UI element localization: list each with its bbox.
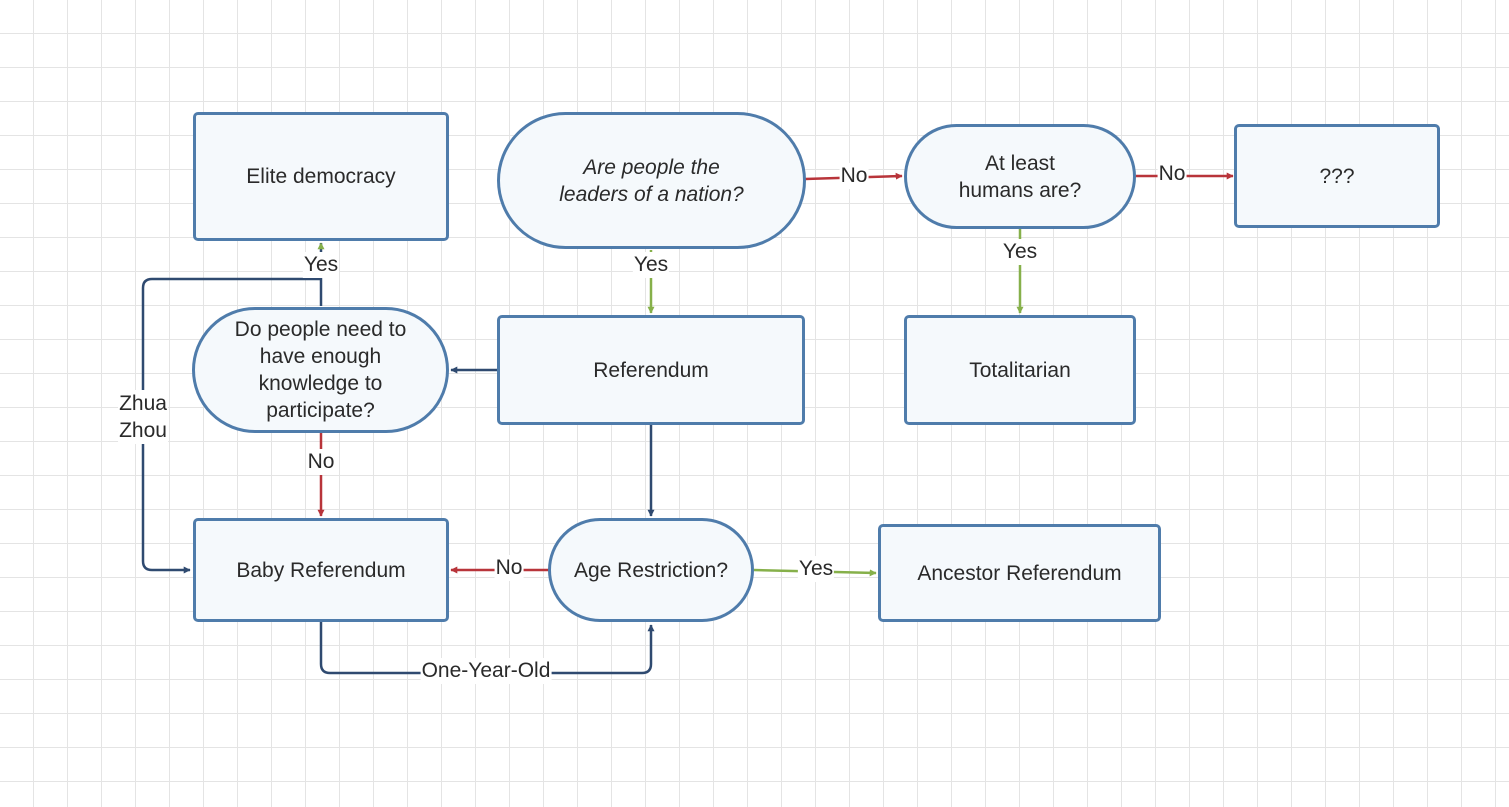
edge-label-knowledge-no: No — [306, 449, 336, 475]
node-at-least-humans-label: At least humans are? — [958, 151, 1082, 202]
node-totalitarian-label: Totalitarian — [969, 358, 1071, 382]
edge-label-zhua-zhou: Zhua Zhou — [118, 390, 168, 444]
node-leaders-question-label: Are people the leaders of a nation? — [559, 155, 744, 206]
node-age-restriction-label: Age Restriction? — [573, 558, 729, 582]
edge-label-age-yes: Yes — [797, 556, 835, 582]
node-leaders-question[interactable]: Are people the leaders of a nation? — [497, 112, 806, 249]
node-age-restriction[interactable]: Age Restriction? — [548, 518, 754, 622]
node-at-least-humans[interactable]: At least humans are? — [904, 124, 1136, 229]
edge-label-knowledge-yes: Yes — [302, 252, 340, 278]
node-baby-referendum-label: Baby Referendum — [236, 558, 406, 582]
node-totalitarian[interactable]: Totalitarian — [904, 315, 1136, 425]
node-baby-referendum[interactable]: Baby Referendum — [193, 518, 449, 622]
edge-label-atleast-yes: Yes — [1001, 239, 1039, 265]
node-elite-democracy[interactable]: Elite democracy — [193, 112, 449, 241]
node-referendum[interactable]: Referendum — [497, 315, 805, 425]
edge-label-question-yes: Yes — [632, 252, 670, 278]
node-ancestor-referendum-label: Ancestor Referendum — [917, 561, 1122, 585]
node-unknown[interactable]: ??? — [1234, 124, 1440, 228]
node-unknown-label: ??? — [1319, 164, 1355, 188]
edge-label-atleast-no: No — [1157, 161, 1187, 187]
node-referendum-label: Referendum — [593, 358, 709, 382]
edge-label-question-no: No — [839, 163, 869, 189]
node-elite-democracy-label: Elite democracy — [246, 165, 396, 188]
edge-label-one-year-old: One-Year-Old — [420, 658, 552, 684]
node-knowledge-question[interactable]: Do people need to have enough knowledge … — [192, 307, 449, 433]
node-ancestor-referendum[interactable]: Ancestor Referendum — [878, 524, 1161, 622]
edge-label-age-no: No — [494, 555, 524, 581]
node-knowledge-question-label: Do people need to have enough knowledge … — [234, 318, 407, 422]
